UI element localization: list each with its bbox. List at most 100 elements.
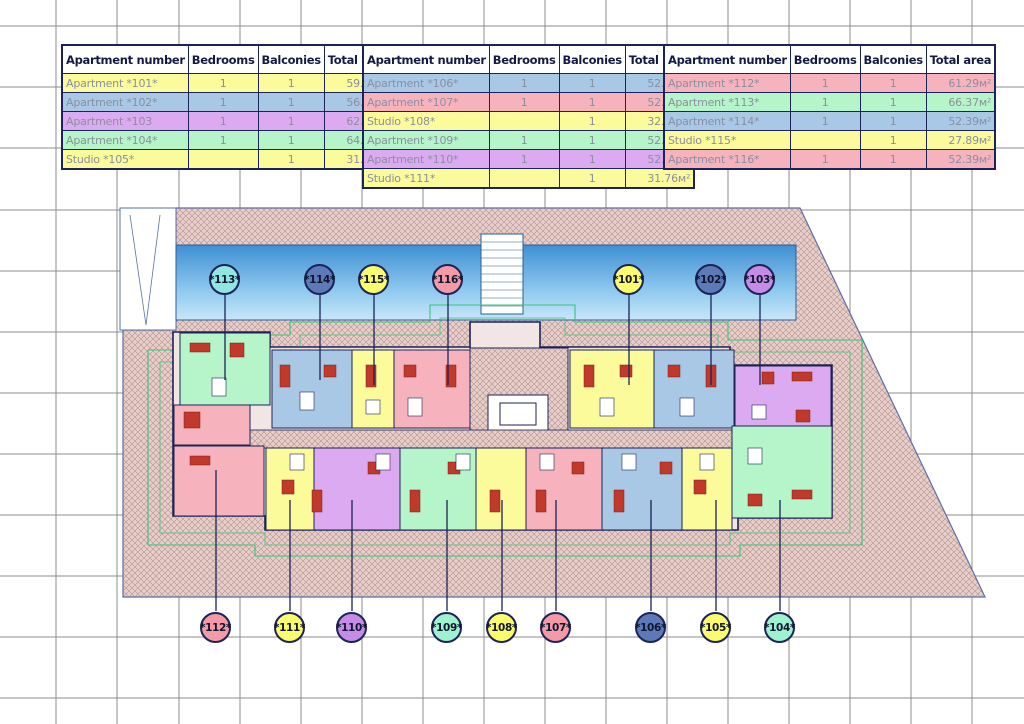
cell-balconies: 1 [257,130,325,150]
column-header: Bedrooms [187,44,259,74]
column-header: Balconies [558,44,626,74]
stair-line [145,214,161,326]
cell-name: Studio *111* [362,168,490,189]
cell-balconies: 1 [859,92,927,112]
cell-name: Studio *115* [663,130,791,150]
cell-bedrooms: 1 [187,92,259,112]
bathroom-fixtures [211,377,767,471]
cell-balconies: 1 [558,111,626,131]
cell-bedrooms: 1 [488,149,560,169]
table-row: Studio *105*131.76м² [61,149,394,170]
column-header: Apartment number [362,44,490,74]
cell-balconies: 1 [859,149,927,170]
apartment-marker: *108* [486,612,517,643]
column-header: Apartment number [61,44,189,74]
leader-lines [215,295,781,611]
cell-name: Apartment *116* [663,149,791,170]
column-header: Apartment number [663,44,791,74]
stair-line [129,214,147,326]
apartment-marker: *101* [613,264,644,295]
unit-116 [393,349,471,429]
cell-balconies: 1 [859,73,927,93]
cell-bedrooms: 1 [488,73,560,93]
cell-bedrooms [187,149,259,170]
cell-bedrooms: 1 [488,130,560,150]
unit-103 [734,365,832,427]
cell-name: Apartment *104* [61,130,189,150]
unit-102 [653,349,735,429]
cell-area: 31.76м² [624,168,695,189]
column-header: Bedrooms [488,44,560,74]
apartment-marker: *112* [200,612,231,643]
stairwell-core [499,402,537,426]
column-header: Bedrooms [789,44,861,74]
apartment-marker: *105* [700,612,731,643]
cell-balconies: 1 [257,73,325,93]
cell-balconies: 1 [558,130,626,150]
cell-bedrooms: 1 [488,92,560,112]
cell-bedrooms [488,168,560,189]
cell-balconies: 1 [558,92,626,112]
cell-name: Apartment *107* [362,92,490,112]
apartment-marker: *114* [304,264,335,295]
cell-name: Apartment *106* [362,73,490,93]
cell-name: Studio *105* [61,149,189,170]
unit-115 [351,349,395,429]
apartment-marker: *116* [432,264,463,295]
unit-114 [271,349,353,429]
column-header: Total area [925,44,996,74]
cell-balconies: 1 [859,111,927,131]
cell-name: Studio *108* [362,111,490,131]
cell-name: Apartment *109* [362,130,490,150]
cell-balconies: 1 [257,92,325,112]
cell-name: Apartment *113* [663,92,791,112]
column-header: Balconies [257,44,325,74]
apartment-marker: *104* [764,612,795,643]
cell-name: Apartment *112* [663,73,791,93]
cell-area: 52.39м² [925,111,996,131]
cell-balconies: 1 [558,73,626,93]
apartment-marker: *110* [336,612,367,643]
table-row: Apartment *102*1156.01м² [61,92,394,112]
cell-area: 27.89м² [925,130,996,150]
cell-area: 52.39м² [925,149,996,170]
table-row: Apartment *101*1159.69м² [61,73,394,93]
cell-area: 66.37м² [925,92,996,112]
cell-balconies: 1 [257,149,325,170]
unit-106 [601,447,683,531]
cell-bedrooms [488,111,560,131]
table-row: Apartment *104*1164.54м² [61,130,394,150]
apartment-marker: *107* [540,612,571,643]
cell-bedrooms: 1 [789,92,861,112]
column-header: Balconies [859,44,927,74]
unit-104 [731,425,833,519]
cell-area: 61.29м² [925,73,996,93]
apartment-marker: *109* [431,612,462,643]
cell-bedrooms: 1 [187,130,259,150]
apartment-marker: *113* [209,264,240,295]
cell-bedrooms [789,130,861,150]
stair-steps [481,241,523,307]
unit-107 [525,447,603,531]
apartment-marker: *115* [358,264,389,295]
cell-balconies: 1 [257,111,325,131]
apartment-marker: *102* [695,264,726,295]
apartment-marker: *106* [635,612,666,643]
unit-108 [475,447,527,531]
cell-name: Apartment *110* [362,149,490,169]
cell-name: Apartment *103 [61,111,189,131]
